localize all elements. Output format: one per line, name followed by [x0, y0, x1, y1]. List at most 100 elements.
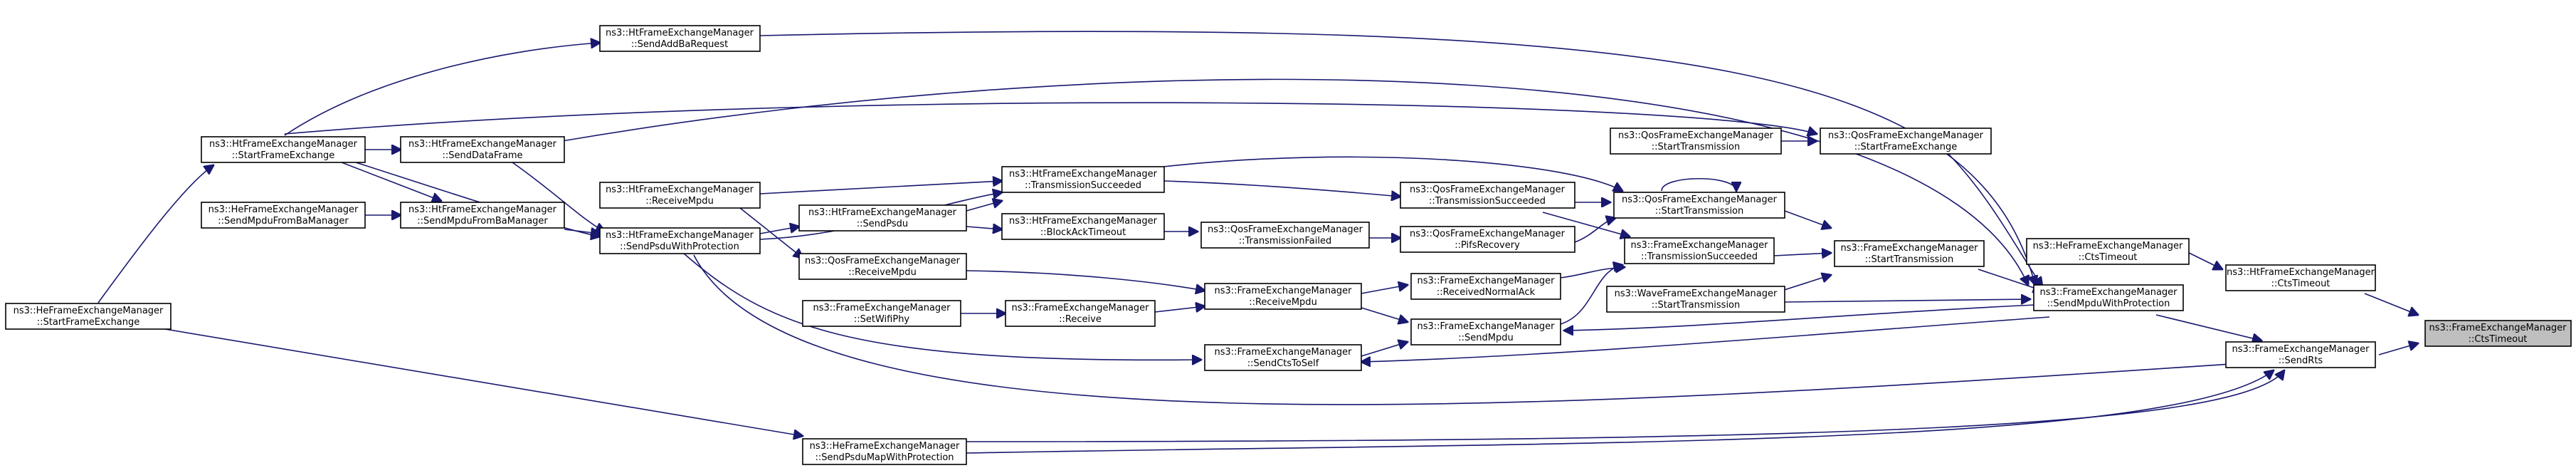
node-ht-sendmpdufrombamanager[interactable]: ns3::HtFrameExchangeManager ::SendMpduFr… [400, 202, 565, 229]
node-label-line2: ::BlockAckTimeout [1040, 227, 1126, 238]
node-label-line2: ::TransmissionSucceeded [1641, 251, 1758, 262]
node-label-line2: ::ReceiveMpdu [645, 196, 714, 207]
node-label-line1: ns3::FrameExchangeManager [1840, 243, 1978, 254]
node-label-line1: ns3::FrameExchangeManager [2232, 344, 2370, 355]
node-label-line1: ns3::HtFrameExchangeManager [209, 139, 358, 150]
node-he-ctstimeout[interactable]: ns3::HeFrameExchangeManager ::CtsTimeout [2026, 238, 2190, 265]
node-ht-senddataframe[interactable]: ns3::HtFrameExchangeManager ::SendDataFr… [400, 136, 565, 163]
node-label-line2: ::TransmissionSucceeded [1025, 180, 1141, 191]
node-label-line1: ns3::QosFrameExchangeManager [1828, 130, 1984, 141]
node-label-line2: ::Receive [1059, 314, 1102, 325]
node-ht-sendpsdu[interactable]: ns3::HtFrameExchangeManager ::SendPsdu [798, 204, 967, 232]
node-label-line2: ::CtsTimeout [2079, 252, 2138, 263]
node-label-line2: ::CtsTimeout [2271, 279, 2330, 289]
node-fem-receive[interactable]: ns3::FrameExchangeManager ::Receive [1005, 300, 1156, 327]
edge-sendmpduwithprot-to-fem-sendmpdu [1564, 304, 2036, 331]
edge-sendrts-to-target [2378, 343, 2418, 355]
node-label-line2: ::CtsTimeout [2469, 334, 2528, 345]
node-label-line2: ::StartTransmission [1655, 206, 1744, 217]
node-label-line1: ns3::HeFrameExchangeManager [810, 441, 960, 452]
node-label-line2: ::StartTransmission [1652, 142, 1741, 152]
node-label-line1: ns3::HeFrameExchangeManager [208, 204, 359, 215]
edge-ht-ctstimeout-to-target [2364, 293, 2418, 315]
edge-fem-receivempdu-to-fem-recvnormalack [1361, 285, 1408, 294]
node-label-line1: ns3::HtFrameExchangeManager [2227, 267, 2375, 278]
node-ht-receivempdu[interactable]: ns3::HtFrameExchangeManager ::ReceiveMpd… [599, 182, 761, 209]
node-label-line2: ::SendCtsToSelf [1247, 358, 1319, 369]
node-ht-sendaddbarequest[interactable]: ns3::HtFrameExchangeManager ::SendAddBaR… [599, 25, 761, 52]
edges [97, 31, 2418, 454]
node-fem-starttransmission[interactable]: ns3::FrameExchangeManager ::StartTransmi… [1834, 240, 1985, 267]
node-qos-receivempdu[interactable]: ns3::QosFrameExchangeManager ::ReceiveMp… [798, 253, 967, 280]
node-fem-receivempdu[interactable]: ns3::FrameExchangeManager ::ReceiveMpdu [1204, 283, 1362, 310]
node-label-line2: ::ReceiveMpdu [848, 267, 917, 278]
node-qos-transmissionfailed[interactable]: ns3::QosFrameExchangeManager ::Transmiss… [1200, 222, 1370, 249]
node-label-line1: ns3::HtFrameExchangeManager [1009, 169, 1158, 180]
node-ht-sendpsduwithprotection[interactable]: ns3::HtFrameExchangeManager ::SendPsduWi… [599, 227, 761, 254]
node-qos-starttransmission-a[interactable]: ns3::QosFrameExchangeManager ::StartTran… [1610, 128, 1782, 155]
node-he-startframeexchange[interactable]: ns3::HeFrameExchangeManager ::StartFrame… [5, 303, 171, 330]
edge-ht-sendpsduwithprot-to-fem-sendctstoself [682, 252, 1201, 360]
node-fem-sendmpduwithprotection[interactable]: ns3::FrameExchangeManager ::SendMpduWith… [2033, 284, 2184, 311]
node-he-sendpsdumapwithprotection[interactable]: ns3::HeFrameExchangeManager ::SendPsduMa… [802, 438, 967, 465]
node-label-line1: ns3::HtFrameExchangeManager [408, 139, 557, 150]
node-label-line2: ::StartFrameExchange [232, 150, 335, 161]
node-label-line1: ns3::QosFrameExchangeManager [1622, 194, 1778, 205]
node-label-line1: ns3::FrameExchangeManager [1417, 276, 1555, 286]
edge-qos-starttx-b-self [1661, 178, 1736, 191]
node-qos-startframeexchange[interactable]: ns3::QosFrameExchangeManager ::StartFram… [1820, 128, 1992, 155]
node-label-line1: ns3::HtFrameExchangeManager [606, 184, 754, 195]
node-fem-transmissionsucceeded[interactable]: ns3::FrameExchangeManager ::Transmission… [1624, 237, 1775, 264]
node-label-line2: ::SendPsdu [857, 219, 908, 229]
node-label-line2: ::StartFrameExchange [37, 317, 140, 328]
node-label-line2: ::SetWifiPhy [854, 314, 910, 325]
node-label-line1: ns3::FrameExchangeManager [1011, 303, 1149, 313]
node-label-line2: ::SendAddBaRequest [631, 39, 728, 50]
node-label-line1: ns3::QosFrameExchangeManager [1410, 229, 1566, 239]
edge-he-startframe-to-he-sendpsdumap [156, 327, 803, 436]
node-label-line1: ns3::FrameExchangeManager [1630, 240, 1768, 251]
node-label-line1: ns3::QosFrameExchangeManager [805, 256, 961, 266]
node-label-line1: ns3::FrameExchangeManager [2039, 287, 2178, 298]
node-label-line1: ns3::HtFrameExchangeManager [606, 230, 754, 241]
edge-sendmpduwithprot-to-fem-sendctstoself [1361, 316, 2050, 362]
node-label-line2: ::SendPsduWithProtection [620, 241, 739, 252]
node-he-sendmpdufrombamanager[interactable]: ns3::HeFrameExchangeManager ::SendMpduFr… [201, 202, 366, 229]
edge-qos-receivempdu-to-fem-receivempdu [966, 270, 1205, 291]
edge-fem-sendctstoself-to-fem-sendmpdu [1361, 342, 1408, 357]
edge-ht-receivempdu-to-qos-receivempdu [739, 207, 803, 258]
edge-fem-recvnormalack-to-fem-txsucceeded [1560, 267, 1625, 279]
node-fem-setwifiphy[interactable]: ns3::FrameExchangeManager ::SetWifiPhy [802, 300, 961, 327]
node-label-line2: ::SendPsduMapWithProtection [815, 452, 954, 463]
edge-he-sendpsdumap-to-sendmpduwithprot [966, 370, 2284, 442]
node-ht-ctstimeout[interactable]: ns3::HtFrameExchangeManager ::CtsTimeout [2225, 264, 2376, 291]
node-qos-starttransmission-b[interactable]: ns3::QosFrameExchangeManager ::StartTran… [1613, 192, 1785, 219]
node-label-line2: ::SendMpdu [1458, 333, 1513, 343]
edge-wave-starttx-to-fem-starttx [1777, 275, 1831, 293]
node-label-line1: ns3::HtFrameExchangeManager [808, 207, 957, 218]
nodes: ns3::FrameExchangeManager ::CtsTimeout n… [5, 25, 2572, 465]
edge-ht-startframe-to-ht-sendaddba [284, 43, 600, 136]
node-label-line1: ns3::FrameExchangeManager [1417, 321, 1555, 332]
node-label-line2: ::SendDataFrame [442, 150, 522, 161]
edge-ht-sendpsdu-to-ht-blockacktimeout [966, 227, 1002, 229]
edge-ht-startframe-to-qos-startframe [284, 102, 1817, 134]
node-fem-sendmpdu[interactable]: ns3::FrameExchangeManager ::SendMpdu [1410, 318, 1561, 345]
node-fem-ctstimeout[interactable]: ns3::FrameExchangeManager ::CtsTimeout [2424, 320, 2572, 347]
node-qos-pifsrecovery[interactable]: ns3::QosFrameExchangeManager ::PifsRecov… [1400, 226, 1575, 253]
node-fem-sendctstoself[interactable]: ns3::FrameExchangeManager ::SendCtsToSel… [1204, 344, 1362, 371]
node-ht-blockacktimeout[interactable]: ns3::HtFrameExchangeManager ::BlockAckTi… [1001, 213, 1165, 240]
node-fem-receivednormalack[interactable]: ns3::FrameExchangeManager ::ReceivedNorm… [1410, 273, 1561, 300]
node-wave-starttransmission[interactable]: ns3::WaveFrameExchangeManager ::StartTra… [1606, 286, 1785, 313]
edge-qos-txsucceeded-to-fem-txsucceeded [1542, 212, 1630, 236]
node-fem-sendrts[interactable]: ns3::FrameExchangeManager ::SendRts [2225, 341, 2376, 368]
node-ht-startframeexchange[interactable]: ns3::HtFrameExchangeManager ::StartFrame… [201, 136, 366, 163]
node-label-line2: ::TransmissionFailed [1239, 236, 1331, 246]
edge-ht-receivempdu-to-ht-txsucceeded [759, 181, 1002, 194]
node-qos-transmissionsucceeded[interactable]: ns3::QosFrameExchangeManager ::Transmiss… [1400, 182, 1575, 209]
edge-ht-sendaddba-to-sendmpduwithprot [759, 31, 2035, 285]
node-label-line1: ns3::HtFrameExchangeManager [408, 204, 557, 215]
node-ht-transmissionsucceeded[interactable]: ns3::HtFrameExchangeManager ::Transmissi… [1001, 166, 1165, 193]
node-label-line1: ns3::HtFrameExchangeManager [606, 28, 754, 38]
edge-ht-startframe-to-ht-sendmpdufromba [341, 162, 441, 201]
